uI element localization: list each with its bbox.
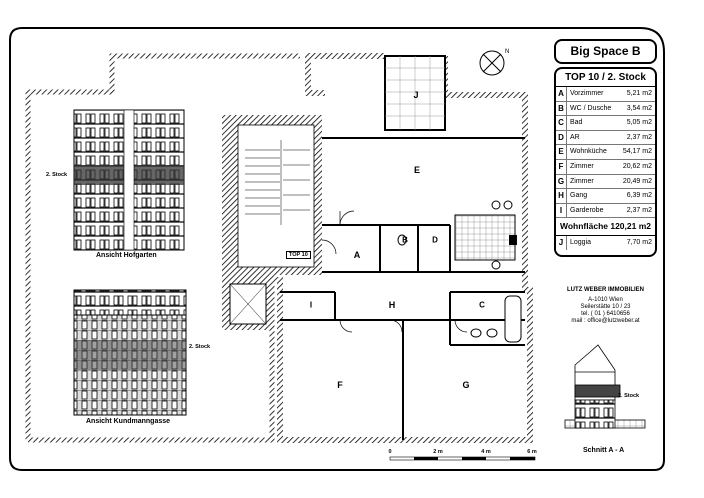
company-email: mail : office@lutzweber.at: [571, 318, 640, 324]
room-name: Wohnküche: [570, 148, 607, 156]
company-name: LUTZ WEBER IMMOBILIEN: [567, 287, 644, 293]
room-name: AR: [570, 133, 580, 141]
unit-heading: TOP 10 / 2. Stock: [556, 69, 655, 87]
company-phone: tel. ( 01 ) 6410656: [581, 311, 630, 317]
room-name: Bad: [570, 119, 583, 127]
room-label-E: E: [413, 165, 421, 175]
total-living-area: Wohnfläche 120,21 m2: [556, 218, 655, 237]
table-row: J Loggia 7,70 m2: [556, 236, 655, 250]
room-key: I: [556, 203, 567, 218]
north-arrow-icon: N: [479, 49, 509, 76]
room-area: 5,21 m2: [626, 90, 652, 97]
scale-tick: 6 m: [527, 449, 537, 455]
room-area: 6,39 m2: [626, 192, 652, 200]
room-area: 7,70 m2: [626, 239, 652, 247]
company-address-line: A-1010 Wien: [588, 297, 623, 303]
room-label-I: I: [309, 300, 313, 310]
scale-tick: 0: [388, 449, 392, 455]
room-label-F: F: [337, 380, 343, 390]
room-key: C: [556, 116, 567, 130]
room-key: A: [556, 87, 567, 101]
room-label-C: C: [479, 300, 485, 310]
section-caption: Schnitt A - A: [583, 447, 625, 454]
elevation-courtyard-drawing: [73, 109, 185, 251]
room-area: 2,37 m2: [626, 133, 652, 141]
svg-text:N: N: [505, 49, 509, 55]
company-address-line: Seilerstätte 10 / 23: [580, 304, 631, 310]
room-key: B: [556, 101, 567, 116]
room-area: 20,49 m2: [622, 177, 652, 185]
room-area: 5,05 m2: [626, 119, 652, 127]
room-key: E: [556, 145, 567, 159]
street-caption: Ansicht Kundmanngasse: [86, 418, 171, 425]
room-area: 20,62 m2: [622, 162, 652, 170]
street-floor-label: 2. Stock: [189, 344, 211, 350]
interior-walls: [280, 137, 525, 440]
room-name: Loggia: [570, 239, 592, 247]
room-name: Vorzimmer: [570, 90, 604, 97]
building-walls: [222, 53, 533, 443]
room-label-J: J: [413, 90, 419, 100]
room-key: G: [556, 174, 567, 189]
room-area: 2,37 m2: [626, 206, 652, 214]
room-label-G: G: [462, 380, 470, 390]
room-area: 54,17 m2: [622, 148, 652, 156]
room-key: D: [556, 130, 567, 145]
room-name: WC / Dusche: [570, 104, 612, 112]
elevation-street-drawing: [73, 289, 187, 416]
scale-tick: 2 m: [433, 449, 443, 455]
unit-tag: TOP 10: [286, 251, 311, 259]
company-info: LUTZ WEBER IMMOBILIEN A-1010 Wien Seiler…: [554, 287, 657, 325]
scale-tick: 4 m: [481, 449, 491, 455]
room-key: J: [556, 236, 567, 250]
scale-bar: [389, 456, 536, 461]
project-title: Big Space B: [554, 39, 657, 64]
room-label-A: A: [353, 250, 361, 260]
room-area: 3,54 m2: [626, 104, 652, 112]
room-name: Zimmer: [570, 162, 594, 170]
courtyard-caption: Ansicht Hofgarten: [96, 252, 157, 259]
room-label-D: D: [432, 235, 438, 245]
room-name: Gang: [570, 192, 588, 200]
section-drawing: [564, 344, 646, 429]
room-key: H: [556, 189, 567, 203]
room-key: F: [556, 159, 567, 174]
room-label-B: B: [402, 235, 408, 245]
courtyard-floor-label: 2. Stock: [46, 172, 68, 178]
room-name: Garderobe: [570, 206, 604, 214]
section-floor-label: 2. Stock: [618, 393, 640, 399]
room-label-H: H: [388, 300, 396, 310]
room-name: Zimmer: [570, 177, 594, 185]
sheet-frame: [9, 27, 665, 471]
